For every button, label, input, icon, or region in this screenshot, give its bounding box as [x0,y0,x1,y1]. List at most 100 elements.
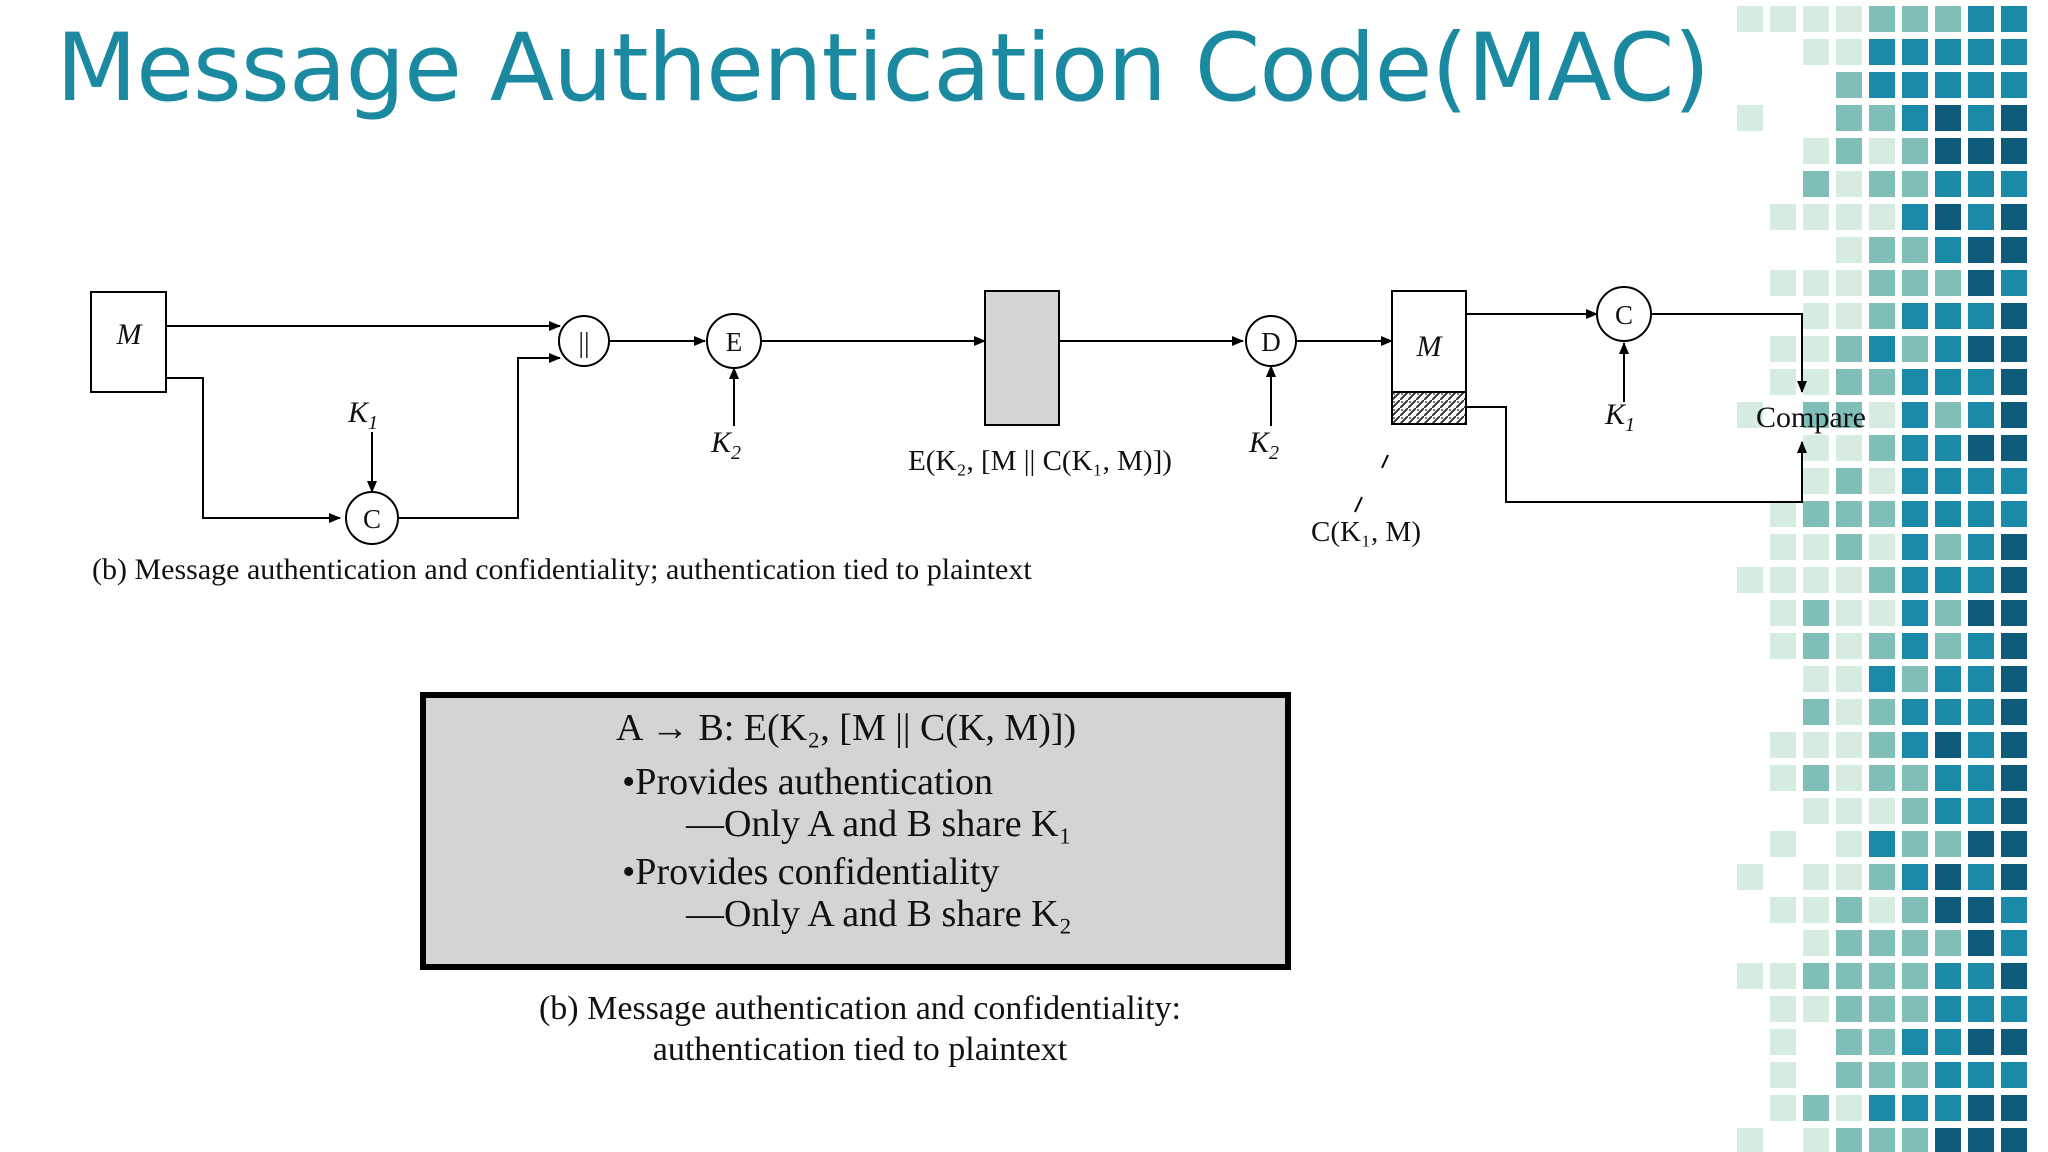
decorative-tile [1836,6,1862,32]
decorative-tile [1803,1128,1829,1152]
decorative-tile [1968,402,1994,428]
decorative-tile [1935,468,1961,494]
decorative-tile [1869,897,1895,923]
decorative-tile [1869,237,1895,263]
decorative-tile [1836,765,1862,791]
decorative-tile [1902,567,1928,593]
decorative-tile [1836,996,1862,1022]
decorative-tile [1869,138,1895,164]
mac-receiver-label: C [1615,300,1633,330]
mac-to-compare-arrow [1650,313,1807,393]
decorative-tile [1803,39,1829,65]
decorative-tile [1869,1128,1895,1152]
decorative-tile [1935,204,1961,230]
decorative-tile [1968,765,1994,791]
decorative-tile [1869,930,1895,956]
decorative-tile [1803,204,1829,230]
decorative-tile [2001,402,2027,428]
decorative-tile [1902,1062,1928,1088]
decorative-tile [1770,996,1796,1022]
decorative-tile [2001,633,2027,659]
decorative-tile [2001,336,2027,362]
received-message-box [1391,290,1467,393]
decorative-tile [1803,171,1829,197]
decorative-tile [1869,402,1895,428]
decorative-tile [1968,567,1994,593]
decorative-tile [1869,666,1895,692]
decorative-tile [1869,1062,1895,1088]
decorative-tile [1968,930,1994,956]
decorative-tile [1836,303,1862,329]
mac-to-concat-arrow [398,353,561,519]
decorative-tile [1770,6,1796,32]
decorative-tile [1869,105,1895,131]
decorative-tile [1836,963,1862,989]
decorative-tile [1770,831,1796,857]
decorative-tile [1803,897,1829,923]
decorative-tile [1803,270,1829,296]
decorative-tile [1935,996,1961,1022]
decorative-tile [1935,765,1961,791]
decorative-tile [1902,1128,1928,1152]
summary-header: A → B: E(K₂, [M || C(K, M)]) [616,707,1077,749]
decorative-tile [2001,501,2027,527]
decorative-tile [1902,963,1928,989]
decorative-tile [2001,171,2027,197]
decorative-tile [1935,237,1961,263]
decorative-tile [1968,963,1994,989]
decorative-tile [1869,600,1895,626]
decorative-tile [1869,39,1895,65]
decorative-tile [1836,402,1862,428]
decorative-tile [1935,864,1961,890]
decorative-tile [2001,138,2027,164]
decorative-tile [1902,204,1928,230]
decorative-tile [1836,105,1862,131]
decorative-tile [1968,1128,1994,1152]
decorative-tile [1968,435,1994,461]
decorative-tile [1902,930,1928,956]
decorative-tile [1869,567,1895,593]
decorative-tile [1836,1029,1862,1055]
decorative-tile [1737,1128,1763,1152]
decorative-tile [1836,435,1862,461]
decorative-tile [1902,765,1928,791]
decorative-tile [1770,963,1796,989]
decorative-tile [1803,534,1829,560]
decorative-tile [1770,270,1796,296]
key-k1-receiver-label: K1 [1604,398,1635,436]
decorative-tile [1869,72,1895,98]
decorative-tile [2001,930,2027,956]
decorative-tile [1770,501,1796,527]
received-message-label: M [1416,330,1444,363]
decorative-tile [1902,501,1928,527]
decorative-tile [1902,633,1928,659]
decorative-tile [2001,270,2027,296]
decorative-tile [1935,72,1961,98]
decorative-tile [1836,1095,1862,1121]
decorative-tile [1803,138,1829,164]
decorative-tile [1968,6,1994,32]
decorative-tile [1869,864,1895,890]
decorative-tile [1737,963,1763,989]
decorative-tile [1968,303,1994,329]
decorative-tile [1770,336,1796,362]
summary-caption-line2: authentication tied to plaintext [652,1031,1068,1068]
decorative-tile [1902,732,1928,758]
decorative-tile [1836,237,1862,263]
decorative-tile [2001,864,2027,890]
concatenation-node [558,315,610,367]
decorative-tile [1803,336,1829,362]
decorative-tile [1803,798,1829,824]
encrypt-node [706,313,762,369]
decorative-tile [1836,1128,1862,1152]
decorative-tile [1935,39,1961,65]
mac-receiver-node [1596,286,1652,342]
decorative-tile [1935,402,1961,428]
decorative-tile [1935,534,1961,560]
decorative-tile [1836,39,1862,65]
decorative-tile [1902,897,1928,923]
diagram-caption: (b) Message authentication and confident… [92,553,1032,586]
decorative-tile [1836,699,1862,725]
decorative-tile [1803,6,1829,32]
decorative-tile [1968,237,1994,263]
